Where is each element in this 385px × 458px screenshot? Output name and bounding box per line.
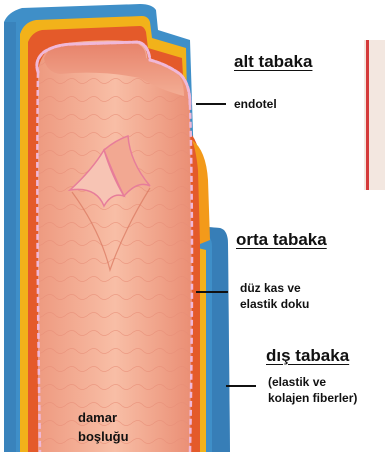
lumen-label-2: boşluğu (78, 427, 129, 446)
middle-layer-detail-2: elastik doku (240, 296, 309, 312)
middle-layer-detail-1: düz kas ve (240, 280, 301, 296)
outer-layer-detail-2: kolajen fiberler) (268, 390, 357, 406)
outer-layer-detail-1: (elastik ve (268, 374, 326, 390)
endothelium-label: endotel (234, 96, 277, 112)
outer-layer-label: dış tabaka (266, 346, 349, 366)
lumen-label-1: damar (78, 408, 117, 427)
middle-layer-label: orta tabaka (236, 230, 327, 250)
outer-layer-shade-left (4, 22, 16, 452)
inner-layer-label: alt tabaka (234, 52, 312, 72)
background-accent-line (366, 40, 369, 190)
lumen-texture (38, 40, 192, 452)
